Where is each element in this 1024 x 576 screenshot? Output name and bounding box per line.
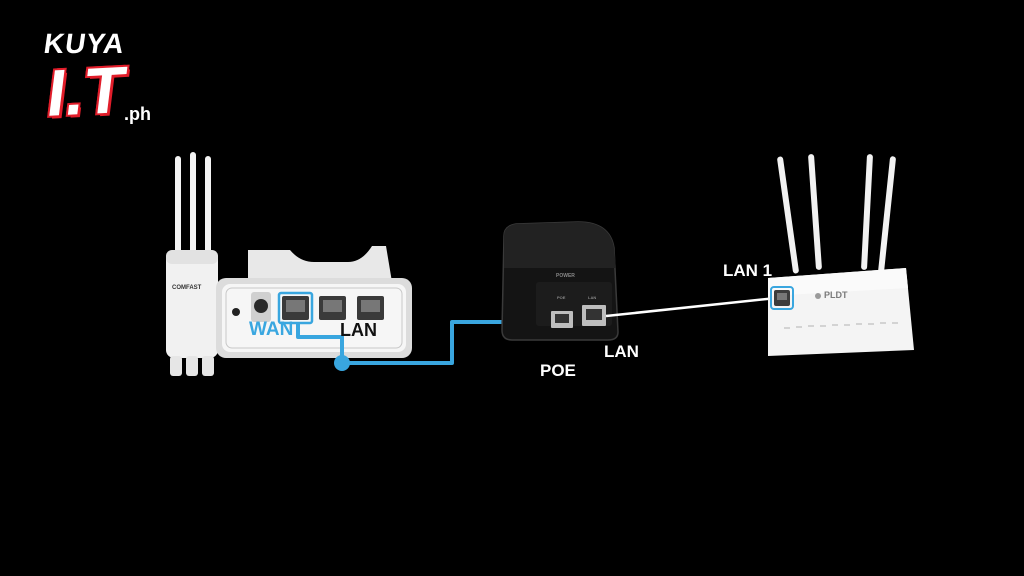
router-device xyxy=(768,154,914,356)
logo-suffix-text: .ph xyxy=(124,104,151,124)
cpe-foot-3 xyxy=(202,356,214,376)
router-antenna-3 xyxy=(861,154,873,270)
poe-label: POE xyxy=(540,361,576,380)
cpe-brand-label: COMFAST xyxy=(172,285,202,291)
router-lan1-label: LAN 1 xyxy=(723,261,773,280)
cpe-wan-label: WAN xyxy=(249,319,294,340)
cable-junction-dot xyxy=(334,355,350,371)
poe-port-text: POE xyxy=(557,295,566,300)
kuya-it-logo: KUYA I.T .ph xyxy=(42,28,174,138)
logo-main-text: I.T xyxy=(43,52,130,130)
cpe-lan-label: LAN xyxy=(340,320,377,340)
cpe-device xyxy=(166,152,218,376)
cpe-port-panel xyxy=(216,246,412,358)
cpe-power-jack xyxy=(254,299,268,313)
cpe-body xyxy=(166,250,218,358)
router-brand-label: PLDT xyxy=(824,290,848,300)
cpe-antenna-2 xyxy=(190,152,196,256)
poe-lan-port-text: LAN xyxy=(588,295,597,300)
cpe-antenna-1 xyxy=(175,156,181,256)
cpe-antenna-3 xyxy=(205,156,211,256)
pldt-logo-icon xyxy=(815,293,821,299)
router-antenna-1 xyxy=(777,156,799,274)
poe-lan-label: LAN xyxy=(604,342,639,361)
cpe-foot-1 xyxy=(170,356,182,376)
router-antenna-2 xyxy=(808,154,822,270)
cable-poe-to-router xyxy=(605,295,787,318)
poe-injector xyxy=(501,221,619,341)
cpe-wan-highlight xyxy=(277,291,314,325)
cpe-reset-hole xyxy=(232,308,240,316)
router-lan1-highlight xyxy=(770,286,794,310)
cpe-foot-2 xyxy=(186,356,198,376)
poe-power-text: POWER xyxy=(556,273,575,279)
router-antenna-4 xyxy=(878,156,896,274)
router-vent xyxy=(784,322,898,329)
